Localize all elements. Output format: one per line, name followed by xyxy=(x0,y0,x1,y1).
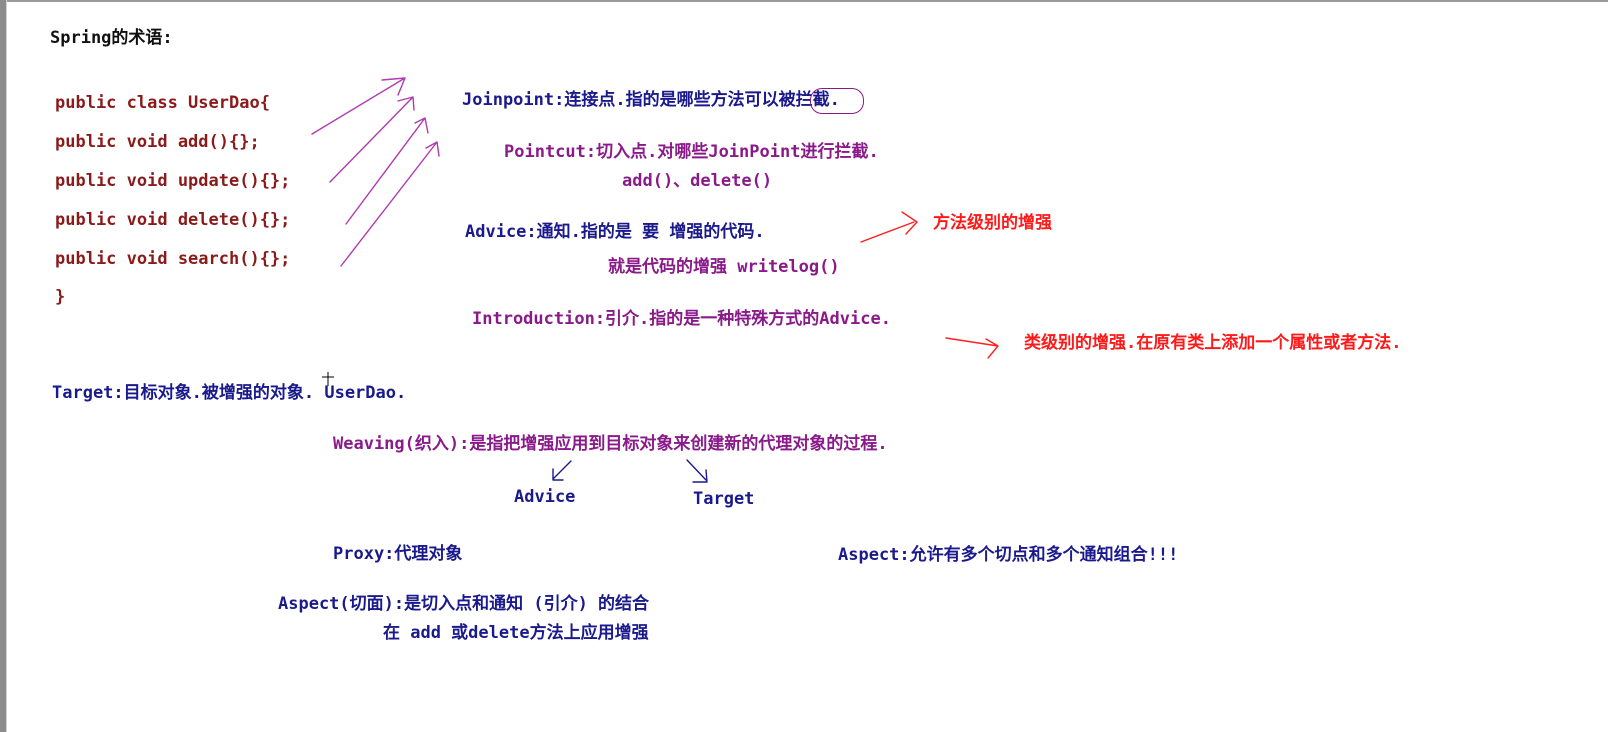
advice-annotation: 方法级别的增强 xyxy=(933,213,1052,233)
arrow-weaving-advice xyxy=(552,460,572,481)
term-aspect: Aspect(切面):是切入点和通知 (引介) 的结合 xyxy=(278,594,650,614)
term-advice: Advice:通知.指的是 要 增强的代码. xyxy=(465,222,765,242)
page-title: Spring的术语: xyxy=(50,28,173,48)
arrow-update-to-joinpoint xyxy=(329,96,415,183)
term-pointcut-example: add()、delete() xyxy=(622,171,773,191)
arrow-advice-annotation xyxy=(860,211,918,243)
window-left-border-inner xyxy=(6,0,7,732)
aspect-annotation: Aspect:允许有多个切点和多个通知组合!!! xyxy=(838,545,1179,565)
term-aspect-example: 在 add 或delete方法上应用增强 xyxy=(383,623,649,643)
introduction-annotation: 类级别的增强.在原有类上添加一个属性或者方法. xyxy=(1024,333,1402,353)
code-line-search: public void search(){}; xyxy=(55,249,291,269)
code-line-delete: public void delete(){}; xyxy=(55,210,291,230)
arrow-add-to-joinpoint xyxy=(311,77,406,135)
term-proxy: Proxy:代理对象 xyxy=(333,544,463,564)
arrow-weaving-target xyxy=(686,459,708,483)
highlight-circle xyxy=(810,88,864,114)
term-introduction: Introduction:引介.指的是一种特殊方式的Advice. xyxy=(472,309,891,329)
arrow-search-to-joinpoint xyxy=(340,141,440,267)
term-advice-example: 就是代码的增强 writelog() xyxy=(608,257,840,277)
term-pointcut: Pointcut:切入点.对哪些JoinPoint进行拦截. xyxy=(504,142,879,162)
cursor-icon xyxy=(322,372,334,386)
code-line-add: public void add(){}; xyxy=(55,132,260,152)
window-top-border xyxy=(0,0,1608,2)
weaving-target-label: Target xyxy=(693,489,755,509)
code-line-class: public class UserDao{ xyxy=(55,93,270,113)
window-left-border xyxy=(0,0,6,732)
weaving-advice-label: Advice xyxy=(514,487,576,507)
arrow-introduction-annotation xyxy=(945,337,999,359)
term-target: Target:目标对象.被增强的对象. UserDao. xyxy=(52,383,407,403)
code-line-update: public void update(){}; xyxy=(55,171,291,191)
term-weaving: Weaving(织入):是指把增强应用到目标对象来创建新的代理对象的过程. xyxy=(333,434,888,454)
code-line-close: } xyxy=(55,287,66,307)
arrow-delete-to-joinpoint xyxy=(345,117,429,225)
term-joinpoint: Joinpoint:连接点.指的是哪些方法可以被拦截. xyxy=(462,90,840,110)
